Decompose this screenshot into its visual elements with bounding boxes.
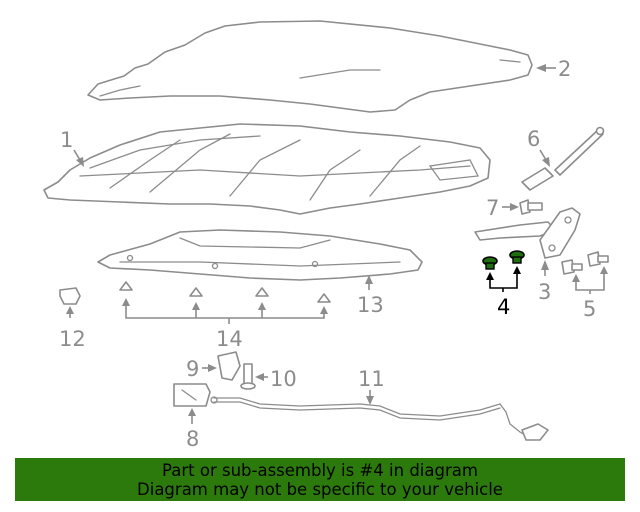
parts-diagram: 2 1 6 7 <box>43 20 609 451</box>
svg-text:10: 10 <box>270 367 297 391</box>
callout-2: 2 <box>536 57 571 81</box>
svg-text:11: 11 <box>358 367 385 391</box>
callout-11: 11 <box>358 367 385 405</box>
part-10-bolt <box>240 363 256 390</box>
callout-10: 10 <box>255 367 297 391</box>
callout-9: 9 <box>186 357 217 381</box>
callout-14: 14 <box>122 298 328 351</box>
svg-text:7: 7 <box>486 196 499 220</box>
part-14-push-pins <box>119 281 331 303</box>
part-2-hood-insulator <box>87 20 533 113</box>
svg-text:3: 3 <box>538 280 551 304</box>
banner-line-2: Diagram may not be specific to your vehi… <box>137 480 503 499</box>
svg-text:4: 4 <box>497 295 510 319</box>
callout-8: 8 <box>186 408 199 451</box>
part-5-bolts <box>561 251 609 275</box>
part-6-hood-strut <box>521 126 605 191</box>
svg-text:2: 2 <box>558 57 571 81</box>
part-7-bolt <box>519 199 543 215</box>
svg-text:5: 5 <box>583 297 596 321</box>
part-13-splash-shield <box>97 229 423 281</box>
callout-3: 3 <box>538 260 551 304</box>
svg-text:13: 13 <box>357 293 384 317</box>
callout-5: 5 <box>572 266 608 321</box>
callout-13: 13 <box>357 275 384 317</box>
svg-text:1: 1 <box>60 128 73 152</box>
callout-7: 7 <box>486 196 519 220</box>
part-1-hood-panel <box>43 123 491 215</box>
callout-12: 12 <box>59 306 86 351</box>
callout-6: 6 <box>527 127 550 167</box>
svg-text:6: 6 <box>527 127 540 151</box>
callout-1: 1 <box>60 128 84 167</box>
callout-4: 4 <box>486 266 521 319</box>
part-9-clip <box>217 351 241 381</box>
part-11-release-cable <box>210 396 549 441</box>
svg-text:14: 14 <box>216 327 243 351</box>
part-12-bumper <box>59 287 81 305</box>
part-8-latch <box>173 383 211 407</box>
svg-text:12: 12 <box>59 327 86 351</box>
notice-banner: Part or sub-assembly is #4 in diagram Di… <box>15 458 625 501</box>
part-4-clips <box>482 250 525 270</box>
svg-text:9: 9 <box>186 357 199 381</box>
svg-text:8: 8 <box>186 427 199 451</box>
hinge-bracket <box>474 207 581 259</box>
banner-line-1: Part or sub-assembly is #4 in diagram <box>162 461 478 480</box>
